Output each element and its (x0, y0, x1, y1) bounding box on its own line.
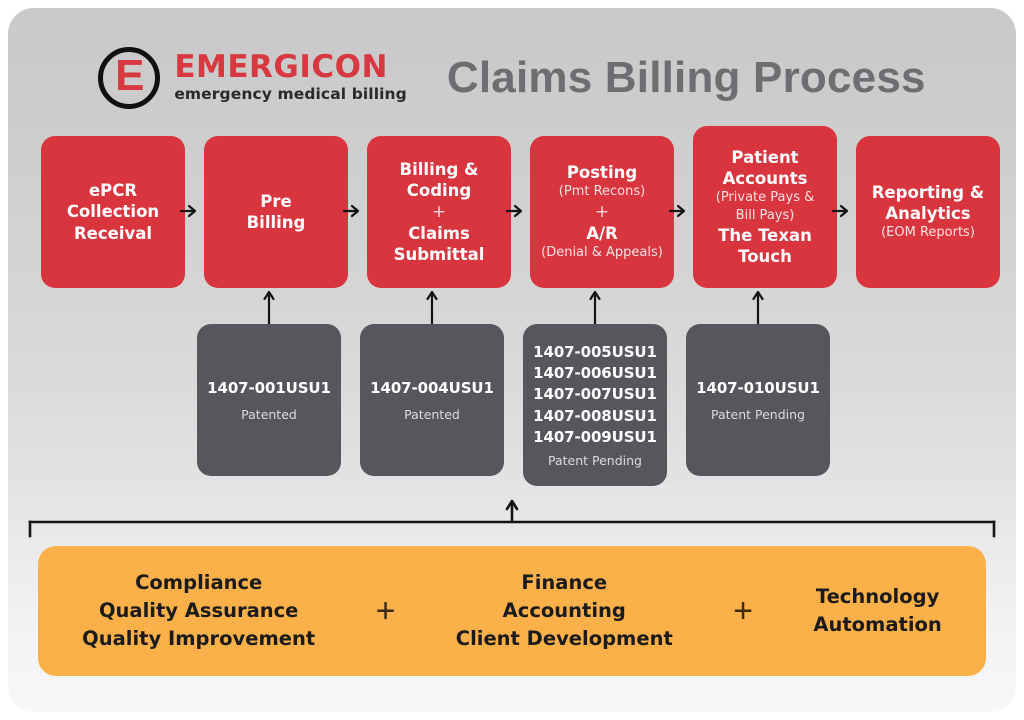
stage-line: ePCR (88, 181, 138, 201)
stage-line: Analytics (885, 204, 971, 224)
patent-number: 1407-009USU1 (533, 427, 657, 446)
wordmark: EMERGICON emergency medical billing (174, 52, 407, 103)
stage-line: The Texan (718, 225, 812, 245)
support-group-compliance[interactable]: Compliance Quality Assurance Quality Imp… (82, 569, 315, 654)
stage-line: Posting (566, 163, 638, 183)
stage-line: Accounts (722, 169, 808, 189)
support-line: Automation (813, 613, 942, 636)
stage-line: Receival (73, 223, 153, 243)
support-separator-plus: + (375, 592, 396, 630)
stage-line: Pre (260, 191, 292, 211)
patent-status: Patented (404, 406, 460, 422)
stage-subline: Bill Pays) (735, 208, 795, 223)
logo-letter-e: E (115, 51, 144, 100)
stage-line: Patient (731, 148, 799, 168)
stage-line: A/R (586, 224, 618, 244)
patent-number: 1407-004USU1 (370, 379, 494, 398)
patent-number: 1407-010USU1 (696, 379, 820, 398)
patent-status: Patent Pending (711, 406, 805, 422)
patent-box-posting-ar[interactable]: 1407-005USU1 1407-006USU1 1407-007USU1 1… (523, 324, 667, 486)
arrow-right-icon (504, 200, 526, 222)
arrow-up-icon (425, 288, 439, 335)
arrow-right-icon (341, 200, 363, 222)
process-stage-patient-accounts[interactable]: Patient Accounts (Private Pays & Bill Pa… (693, 126, 837, 288)
stage-line: Touch (738, 246, 792, 266)
stage-line: Coding (406, 180, 472, 200)
stage-line: Billing (246, 213, 306, 232)
stage-line: Submittal (393, 245, 485, 265)
brand-name: EMERGICON (174, 49, 388, 86)
stage-line: Claims (408, 224, 470, 244)
patent-status: Patent Pending (548, 453, 642, 469)
support-functions-banner: Compliance Quality Assurance Quality Imp… (38, 546, 986, 676)
stage-subline: (Pmt Recons) (558, 184, 646, 200)
stage-line: Collection (66, 202, 160, 222)
stage-subline: (Denial & Appeals) (541, 245, 663, 261)
patent-box-patient-accounts[interactable]: 1407-010USU1 Patent Pending (686, 324, 830, 476)
stage-line: Reporting & (871, 183, 985, 203)
patent-number: 1407-008USU1 (533, 406, 657, 425)
emergicon-circle-e-logo-icon: E (98, 47, 161, 109)
patent-number: 1407-001USU1 (207, 379, 331, 398)
support-line: Compliance (135, 570, 263, 594)
support-line: Finance (521, 570, 608, 594)
patent-number: 1407-005USU1 (533, 342, 657, 361)
arrow-up-icon (751, 288, 765, 335)
support-line: Quality Improvement (82, 627, 316, 651)
patent-number: 1407-007USU1 (533, 385, 657, 404)
support-group-technology[interactable]: Technology Automation (813, 583, 941, 640)
support-group-finance[interactable]: Finance Accounting Client Development (456, 569, 673, 654)
support-separator-plus: + (733, 592, 754, 630)
process-stage-posting-ar[interactable]: Posting (Pmt Recons) + A/R (Denial & App… (530, 136, 674, 288)
arrow-right-icon (178, 200, 200, 222)
process-stage-reporting-analytics[interactable]: Reporting & Analytics (EOM Reports) (856, 136, 1000, 288)
brand-tagline: emergency medical billing (174, 84, 407, 103)
arrow-right-icon (667, 200, 689, 222)
patent-box-pre-billing[interactable]: 1407-001USU1 Patented (197, 324, 341, 476)
patent-status: Patented (241, 406, 297, 422)
arrow-up-icon (262, 288, 276, 335)
infographic-board: E EMERGICON emergency medical billing Cl… (8, 8, 1016, 712)
support-line: Quality Assurance (98, 598, 299, 622)
stage-plus: + (431, 201, 447, 222)
page-title: Claims Billing Process (446, 53, 926, 102)
stage-subline: (Private Pays & (715, 190, 815, 206)
stage-line: Billing & (399, 159, 479, 179)
patent-number: 1407-006USU1 (533, 364, 657, 383)
support-line: Technology (815, 584, 940, 608)
support-line: Accounting (502, 598, 626, 622)
arrow-up-icon (588, 288, 602, 335)
support-bracket (8, 498, 1016, 554)
stage-subline: (EOM Reports) (881, 225, 975, 241)
process-stage-pre-billing[interactable]: Pre Billing (204, 136, 348, 288)
support-line: Client Development (455, 627, 673, 651)
patent-box-billing-coding[interactable]: 1407-004USU1 Patented (360, 324, 504, 476)
process-stage-billing-coding-claims-submittal[interactable]: Billing & Coding + Claims Submittal (367, 136, 511, 288)
logo-lockup: E EMERGICON emergency medical billing Cl… (98, 47, 925, 109)
process-stage-epcr-collection-receival[interactable]: ePCR Collection Receival (41, 136, 185, 288)
arrow-right-icon (830, 200, 852, 222)
header: E EMERGICON emergency medical billing Cl… (8, 30, 1016, 126)
stage-plus: + (594, 201, 610, 222)
